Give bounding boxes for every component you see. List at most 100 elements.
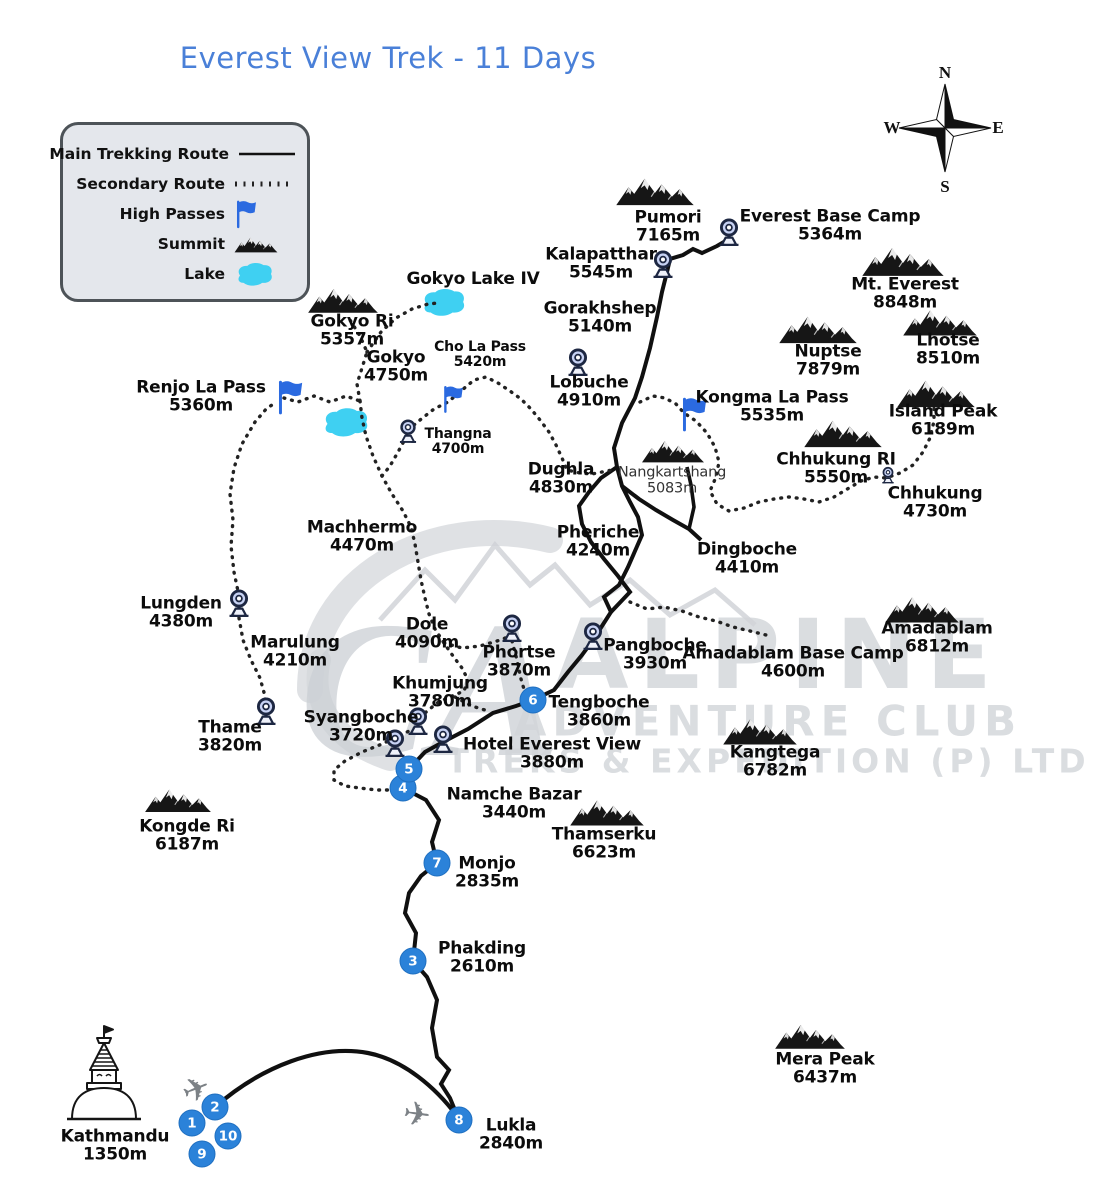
main-trekking-route: [400, 237, 731, 1121]
place-name: Kathmandu: [60, 1126, 170, 1147]
place-label: Thangna 4700m: [425, 426, 492, 457]
renjo-gokyo-route: [282, 394, 362, 404]
watermark-line3: TREKS & EXPEDITION (P) LTD: [446, 741, 1090, 781]
place-name: Dughla: [527, 459, 595, 480]
place-name: Lukla: [485, 1115, 537, 1136]
place-elevation: 6189m: [910, 420, 976, 440]
watermark-logo-swoosh: [297, 520, 757, 771]
place-elevation: 5140m: [567, 317, 633, 337]
place-elevation: 4700m: [431, 441, 485, 457]
place-name: Gokyo: [366, 347, 426, 368]
place-name: Kalapatthar: [545, 244, 657, 265]
place-name: Chhukung RI: [776, 449, 896, 470]
legend-row-lake: Lake: [73, 259, 297, 289]
place-label: Chhukung RI 5550m: [776, 449, 896, 488]
place-label: Kongde Ri 6187m: [139, 816, 235, 855]
location-pin-icon: [430, 725, 457, 754]
pheriche-loop-route: [576, 465, 633, 614]
lungden-renjo-route: [228, 400, 279, 598]
place-label: Phortse 3870m: [482, 642, 556, 680]
place-name: Gokyo Ri: [310, 311, 394, 332]
place-label: Amadablam 6812m: [881, 619, 993, 656]
place-label: Hotel Everest View 3880m: [463, 735, 641, 772]
place-name: Nuptse: [794, 341, 862, 362]
place-label: Gokyo Ri 5357m: [310, 311, 394, 349]
place-label: Lhotse 8510m: [916, 331, 980, 368]
place-elevation: 6187m: [154, 835, 220, 855]
place-elevation: 4910m: [556, 391, 622, 411]
place-elevation: 4830m: [528, 478, 594, 498]
place-name: Cho La Pass: [434, 338, 526, 355]
place-elevation: 5550m: [803, 468, 869, 488]
amadablam-bc-route: [628, 600, 768, 637]
day-number: 8: [454, 1112, 464, 1128]
place-name: Phortse: [482, 642, 556, 663]
place-elevation: 4380m: [148, 612, 214, 632]
location-pin-icon: [226, 589, 253, 618]
place-label: Mera Peak 6437m: [775, 1050, 874, 1088]
legend-row-summit: Summit: [73, 229, 297, 259]
place-label: Pheriche 4240m: [556, 522, 640, 561]
place-label: Pangboche 3930m: [603, 636, 707, 674]
dotted-line-icon: [233, 179, 297, 189]
day-number: 9: [197, 1146, 207, 1162]
mountain-peak-icon: [772, 1021, 848, 1052]
place-elevation: 5420m: [453, 354, 507, 370]
place-label: Kangtega 6782m: [730, 743, 821, 780]
place-elevation: 1350m: [82, 1145, 148, 1165]
day-marker: 7: [423, 849, 451, 877]
chola-pass-route: [406, 375, 614, 476]
day-number: 7: [432, 855, 442, 871]
khumjung-main-route: [453, 695, 490, 713]
place-label: Namche Bazar 3440m: [446, 784, 582, 822]
place-name: Khumjung: [392, 673, 488, 694]
place-label: Lukla 2840m: [478, 1115, 544, 1154]
place-label: Mt. Everest 8848m: [851, 275, 959, 312]
place-name: Tengboche: [548, 692, 650, 713]
day-number: 6: [528, 692, 538, 708]
place-label: Renjo La Pass 5360m: [136, 378, 266, 415]
place-label: Monjo 2835m: [455, 854, 519, 891]
legend-label: High Passes: [119, 205, 225, 223]
legend-row-main-route: Main Trekking Route: [49, 139, 297, 169]
place-name: Namche Bazar: [446, 784, 582, 805]
place-elevation: 4470m: [329, 536, 395, 556]
place-elevation: 4410m: [714, 558, 780, 578]
place-elevation: 5545m: [568, 263, 634, 283]
place-label: Lobuche 4910m: [549, 373, 628, 411]
day-marker: 1: [178, 1109, 206, 1137]
pass-flag-icon: [440, 385, 466, 414]
pass-flag-icon: [274, 379, 306, 415]
place-label: Kongma La Pass 5535m: [695, 388, 848, 425]
day-number: 5: [404, 761, 414, 777]
place-label: Nangkartshang 5083m: [618, 465, 726, 496]
place-elevation: 4750m: [363, 366, 429, 386]
place-name: Chhukung: [887, 483, 983, 504]
place-elevation: 2840m: [478, 1134, 544, 1154]
legend-label: Secondary Route: [76, 175, 225, 193]
place-name: Nangkartshang: [617, 464, 727, 481]
place-label: Kalapatthar 5545m: [545, 244, 657, 283]
place-name: Gorakhshep: [543, 298, 657, 319]
place-name: Kongde Ri: [139, 816, 235, 837]
place-elevation: 6437m: [792, 1068, 858, 1088]
legend: Main Trekking Route Secondary Route High…: [49, 122, 310, 302]
place-elevation: 4600m: [760, 662, 826, 682]
place-name: Pheriche: [556, 522, 640, 543]
legend-row-secondary-route: Secondary Route: [73, 169, 297, 199]
day-marker: 10: [214, 1122, 242, 1150]
place-elevation: 4210m: [262, 651, 328, 671]
place-label: Dingboche 4410m: [697, 540, 797, 578]
place-label: Tengboche 3860m: [548, 692, 650, 730]
place-elevation: 3930m: [622, 654, 688, 674]
place-label: Machhermo 4470m: [307, 518, 417, 556]
place-label: Khumjung 3780m: [392, 673, 488, 711]
place-elevation: 2610m: [449, 957, 515, 977]
day-marker: 9: [188, 1140, 216, 1168]
day-marker: 5: [395, 755, 423, 783]
gokyo-up-route: [348, 318, 369, 403]
place-elevation: 4240m: [565, 541, 631, 561]
compass-n: N: [939, 63, 952, 82]
place-label: Dughla 4830m: [527, 459, 595, 498]
place-label: Dole 4090m: [395, 615, 459, 652]
